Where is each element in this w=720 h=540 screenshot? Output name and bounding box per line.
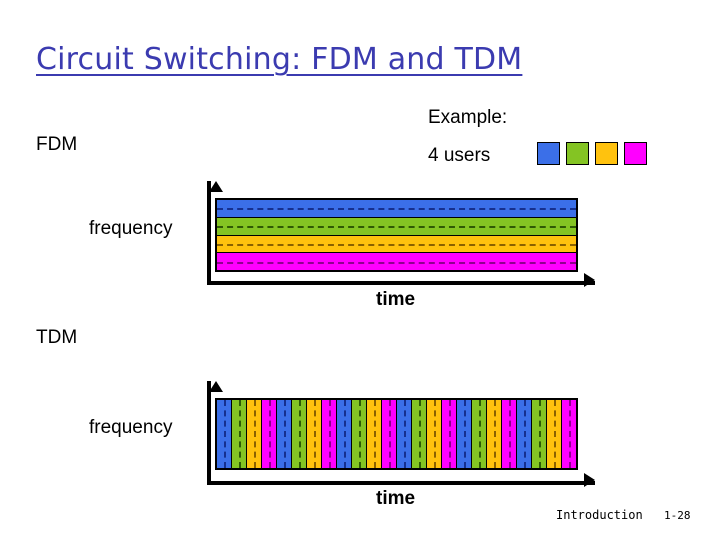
tdm-slot-17-user-1 xyxy=(457,400,472,468)
footer-page-number: 1-28 xyxy=(664,509,691,522)
tdm-time-axis xyxy=(207,473,595,487)
fdm-band-user-1 xyxy=(217,200,576,218)
legend-caption: 4 users xyxy=(428,145,491,166)
tdm-time-axis-arrow-icon xyxy=(584,473,595,487)
fdm-band-dash-user-4 xyxy=(217,261,576,264)
tdm-slot-2-user-2 xyxy=(232,400,247,468)
fdm-band-user-2 xyxy=(217,217,576,236)
legend-swatch-user-4 xyxy=(624,142,647,165)
tdm-slot-12-user-4 xyxy=(382,400,397,468)
fdm-band-dash-user-1 xyxy=(217,208,576,211)
fdm-band-stack xyxy=(215,198,578,272)
fdm-time-axis-label: time xyxy=(376,289,416,310)
tdm-time-axis-label: time xyxy=(376,488,416,509)
tdm-section-label: TDM xyxy=(36,327,78,348)
tdm-slot-dash-23 xyxy=(554,400,556,468)
tdm-slot-dash-13 xyxy=(404,400,406,468)
fdm-band-user-4 xyxy=(217,253,576,270)
tdm-slot-dash-15 xyxy=(434,400,436,468)
tdm-slot-dash-16 xyxy=(449,400,451,468)
example-label: Example: xyxy=(428,107,508,128)
tdm-chart xyxy=(200,368,610,488)
tdm-frequency-axis-arrow-icon xyxy=(209,381,223,392)
tdm-slot-dash-20 xyxy=(509,400,511,468)
tdm-slot-21-user-1 xyxy=(517,400,532,468)
legend-swatch-user-3 xyxy=(595,142,618,165)
tdm-slot-13-user-1 xyxy=(397,400,412,468)
tdm-slot-dash-9 xyxy=(344,400,346,468)
tdm-frequency-axis xyxy=(207,381,223,485)
tdm-slot-dash-5 xyxy=(284,400,286,468)
tdm-slot-dash-6 xyxy=(299,400,301,468)
tdm-slot-dash-18 xyxy=(479,400,481,468)
tdm-slot-dash-22 xyxy=(539,400,541,468)
tdm-slot-20-user-4 xyxy=(502,400,517,468)
tdm-slot-16-user-4 xyxy=(442,400,457,468)
tdm-slot-19-user-3 xyxy=(487,400,502,468)
tdm-slot-3-user-3 xyxy=(247,400,262,468)
fdm-band-user-3 xyxy=(217,235,576,254)
tdm-slot-22-user-2 xyxy=(532,400,547,468)
tdm-slot-dash-19 xyxy=(494,400,496,468)
tdm-slot-dash-2 xyxy=(239,400,241,468)
page-title: Circuit Switching: FDM and TDM xyxy=(36,42,523,77)
tdm-slot-11-user-3 xyxy=(367,400,382,468)
tdm-slot-dash-14 xyxy=(419,400,421,468)
tdm-slot-6-user-2 xyxy=(292,400,307,468)
tdm-slot-9-user-1 xyxy=(337,400,352,468)
fdm-section-label: FDM xyxy=(36,134,78,155)
user-legend xyxy=(537,142,647,165)
fdm-frequency-axis-arrow-icon xyxy=(209,181,223,192)
tdm-slot-dash-11 xyxy=(374,400,376,468)
fdm-frequency-axis-label: frequency xyxy=(89,218,173,239)
tdm-slot-24-user-4 xyxy=(562,400,576,468)
fdm-frequency-axis xyxy=(207,181,223,285)
tdm-slot-1-user-1 xyxy=(217,400,232,468)
tdm-slot-10-user-2 xyxy=(352,400,367,468)
tdm-slot-18-user-2 xyxy=(472,400,487,468)
tdm-slot-8-user-4 xyxy=(322,400,337,468)
tdm-slot-dash-7 xyxy=(314,400,316,468)
tdm-slot-dash-10 xyxy=(359,400,361,468)
legend-swatch-user-2 xyxy=(566,142,589,165)
legend-swatch-user-1 xyxy=(537,142,560,165)
tdm-slot-15-user-3 xyxy=(427,400,442,468)
tdm-slot-14-user-2 xyxy=(412,400,427,468)
fdm-time-axis-arrow-icon xyxy=(584,273,595,287)
tdm-slot-23-user-3 xyxy=(547,400,562,468)
fdm-chart xyxy=(200,168,610,288)
tdm-slot-dash-4 xyxy=(269,400,271,468)
tdm-slot-dash-8 xyxy=(329,400,331,468)
fdm-band-dash-user-2 xyxy=(217,226,576,229)
tdm-slot-7-user-3 xyxy=(307,400,322,468)
tdm-slot-dash-21 xyxy=(524,400,526,468)
tdm-slot-dash-17 xyxy=(464,400,466,468)
tdm-slot-dash-12 xyxy=(389,400,391,468)
tdm-slot-4-user-4 xyxy=(262,400,277,468)
tdm-slot-5-user-1 xyxy=(277,400,292,468)
tdm-slot-dash-24 xyxy=(569,400,571,468)
tdm-slot-dash-3 xyxy=(254,400,256,468)
tdm-frequency-axis-label: frequency xyxy=(89,417,173,438)
footer-section-label: Introduction xyxy=(556,508,643,522)
tdm-slot-dash-1 xyxy=(224,400,226,468)
fdm-band-dash-user-3 xyxy=(217,243,576,246)
tdm-slot-strip xyxy=(215,398,578,470)
fdm-time-axis xyxy=(207,273,595,287)
